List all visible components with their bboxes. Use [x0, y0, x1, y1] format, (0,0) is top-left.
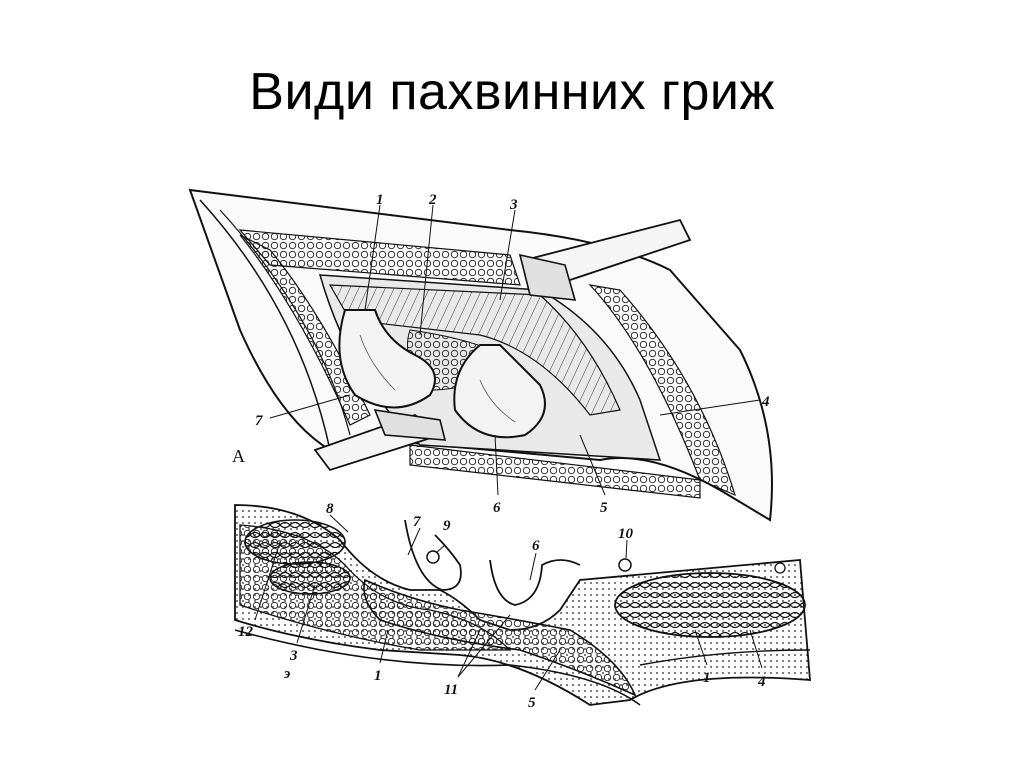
label-b-10: 10 [618, 526, 634, 542]
panel-a: 1 2 3 4 5 6 7 А [188, 188, 773, 522]
label-b-6: 6 [532, 538, 540, 554]
label-b-7: 7 [413, 514, 421, 530]
label-a-5: 5 [600, 500, 608, 516]
label-b-4: 4 [757, 674, 766, 690]
label-b-1-right: 1 [703, 670, 711, 686]
label-b-1-left: 1 [374, 668, 382, 684]
label-b-5: 5 [528, 695, 536, 711]
label-b-8: 8 [326, 501, 334, 517]
label-a-6: 6 [493, 500, 501, 516]
label-a-2: 2 [428, 192, 437, 208]
label-a-4: 4 [761, 394, 770, 410]
slide-title: Види пахвинних гриж [249, 63, 775, 121]
retractor-upper [518, 218, 692, 301]
label-b-12: 12 [238, 624, 254, 640]
stray-mark: э [283, 666, 290, 682]
inguinal-hernia-illustration: 1 2 3 4 5 6 7 А [180, 160, 840, 720]
retractor-lower [313, 408, 447, 472]
label-a-3: 3 [509, 197, 518, 213]
panel-b: 8 7 9 6 10 12 3 1 11 5 1 4 э [234, 501, 811, 711]
illustration-svg: 1 2 3 4 5 6 7 А [188, 188, 811, 711]
label-a-1: 1 [376, 192, 384, 208]
label-b-3: 3 [289, 648, 298, 664]
label-b-11: 11 [444, 682, 458, 698]
label-a-7: 7 [255, 413, 263, 429]
label-b-9: 9 [443, 518, 451, 534]
panel-a-letter: А [232, 446, 245, 466]
